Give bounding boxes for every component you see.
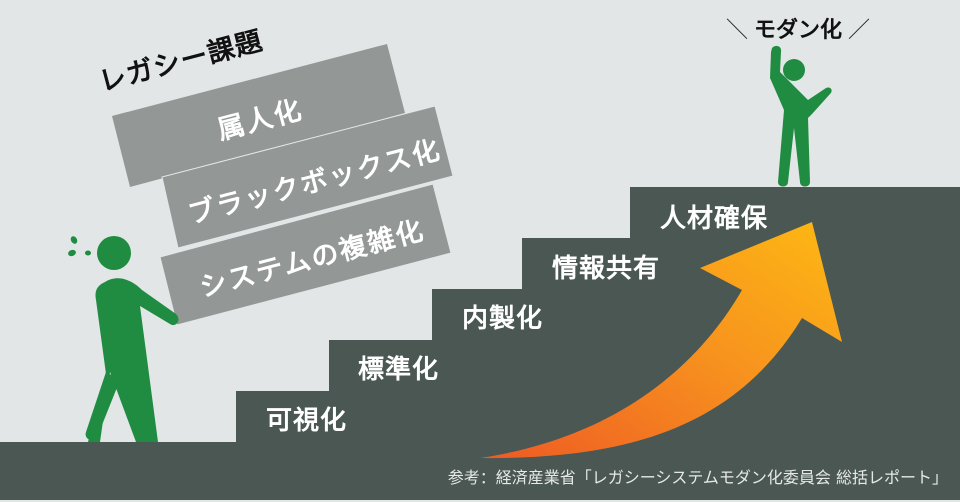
- legacy-boxes: [112, 44, 454, 326]
- person-cheering-icon: [770, 45, 832, 187]
- sweat-drops-icon: [68, 236, 91, 257]
- right-emphasis-mark: ／: [848, 18, 871, 43]
- legacy-box-2: [161, 105, 454, 249]
- step-label-talent-acquisition: 人材確保: [660, 204, 769, 234]
- step-label-information-sharing: 情報共有: [552, 254, 661, 284]
- curved-up-arrow-icon: [480, 222, 842, 459]
- step-label-visualization: 可視化: [266, 406, 348, 436]
- person-carrying-icon: [85, 236, 179, 442]
- step-label-standardization: 標準化: [358, 355, 440, 385]
- step-label-insourcing: 内製化: [462, 304, 544, 334]
- legacy-box-1: [112, 44, 405, 187]
- source-citation: 参考：経済産業省「レガシーシステムモダン化委員会 総括レポート」: [447, 468, 948, 487]
- modernization-title: ＼モダン化／: [720, 12, 876, 44]
- left-emphasis-mark: ＼: [726, 18, 749, 43]
- modernization-label: モダン化: [754, 18, 843, 43]
- legacy-box-3: [159, 183, 452, 326]
